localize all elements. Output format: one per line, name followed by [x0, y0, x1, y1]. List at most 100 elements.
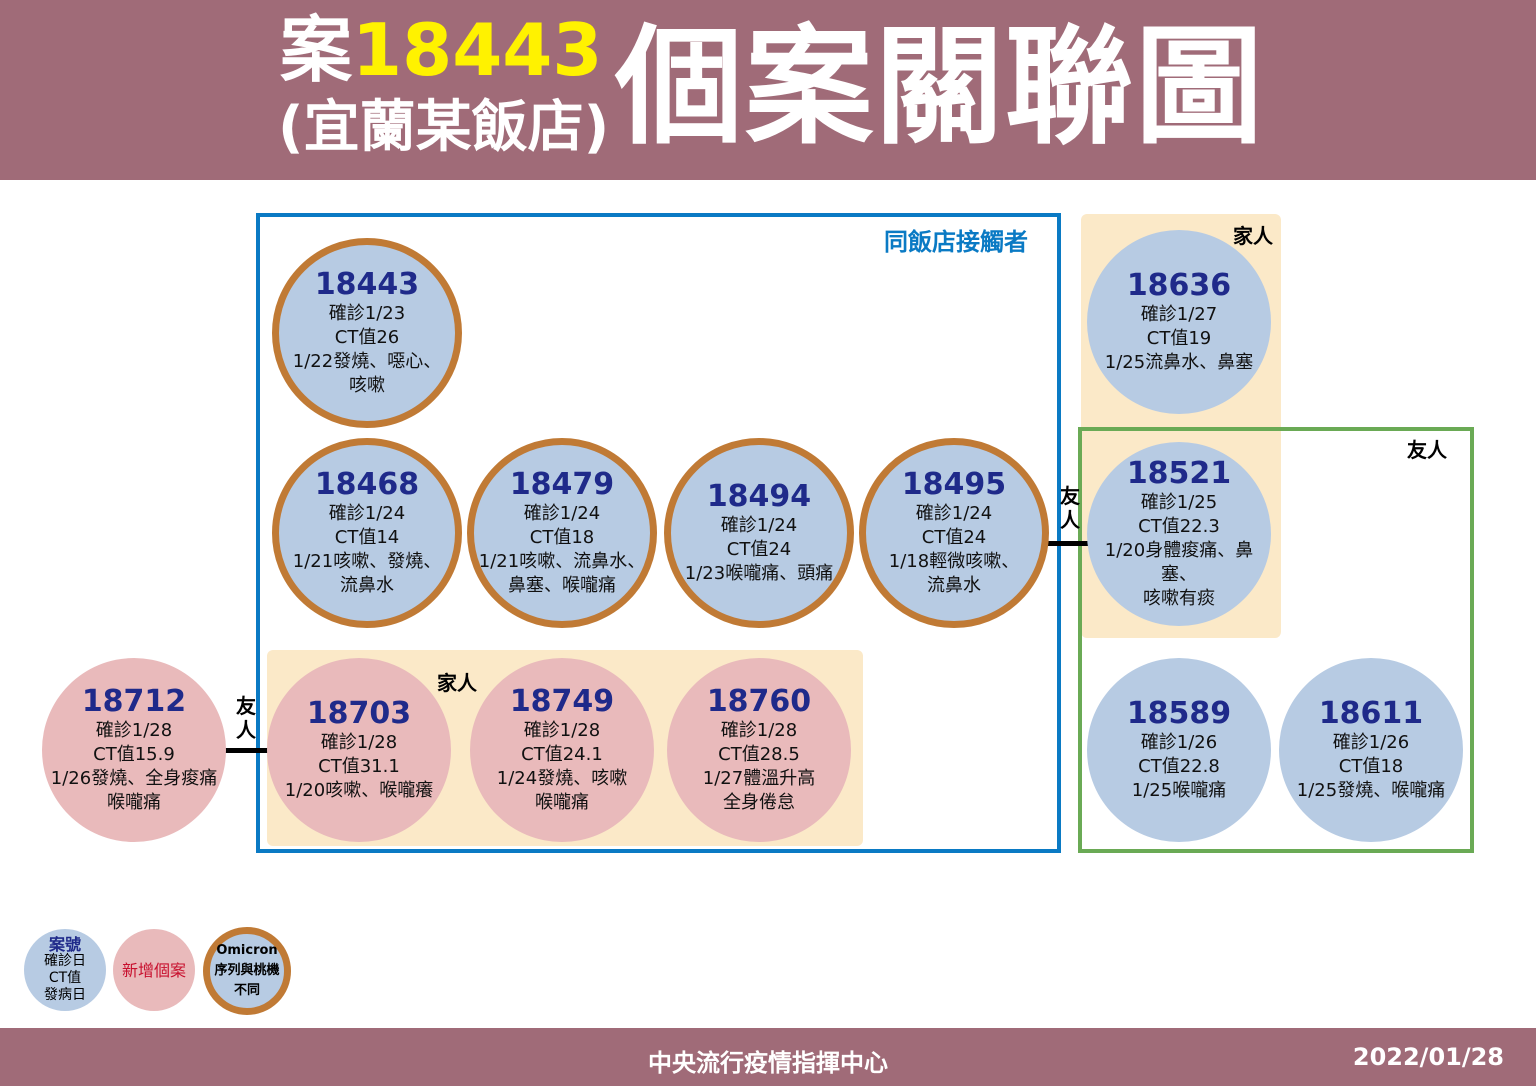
onset-symptoms: 1/22發燒、噁心、 — [292, 351, 442, 372]
onset-symptoms: 1/21咳嗽、發燒、 — [292, 551, 442, 572]
confirm-date: 確診1/24 — [915, 503, 993, 524]
hotel-contacts-label: 同飯店接觸者 — [884, 228, 1028, 256]
legend-new-label: 新增個案 — [121, 960, 186, 980]
footer-org: 中央流行疫情指揮中心 — [648, 1049, 888, 1077]
ct-value: CT值24 — [726, 539, 792, 560]
onset-symptoms: 咳嗽有痰 — [1143, 588, 1215, 609]
onset-symptoms: 流鼻水 — [927, 575, 981, 596]
onset-symptoms: 1/25流鼻水、鼻塞 — [1104, 352, 1254, 373]
case-id: 18703 — [306, 696, 412, 731]
onset-symptoms: 1/25發燒、喉嚨痛 — [1296, 780, 1446, 801]
confirm-date: 確診1/24 — [523, 503, 601, 524]
onset-symptoms: 1/23喉嚨痛、頭痛 — [684, 563, 834, 584]
legend-ct: CT值 — [48, 970, 82, 986]
confirm-date: 確診1/24 — [328, 503, 406, 524]
onset-symptoms: 咳嗽 — [349, 375, 385, 396]
confirm-date: 確診1/28 — [720, 720, 798, 741]
confirm-date: 確診1/26 — [1140, 732, 1218, 753]
footer-date: 2022/01/28 — [1352, 1043, 1504, 1071]
case-id: 18468 — [314, 467, 420, 502]
case-id: 18636 — [1126, 268, 1232, 303]
onset-symptoms: 流鼻水 — [340, 575, 394, 596]
friend-link-line — [224, 748, 268, 753]
ct-value: CT值18 — [529, 527, 595, 548]
onset-symptoms: 1/24發燒、咳嗽 — [496, 768, 628, 789]
ct-value: CT值19 — [1146, 328, 1212, 349]
footer: 中央流行疫情指揮中心 2022/01/28 — [0, 1028, 1536, 1086]
onset-symptoms: 1/26發燒、全身痠痛 — [50, 768, 218, 789]
friend-link-label: 友人 — [1060, 484, 1080, 532]
onset-symptoms: 喉嚨痛 — [535, 792, 589, 813]
legend-omicron-line: 序列與桃機 — [214, 963, 280, 978]
confirm-date: 確診1/28 — [95, 720, 173, 741]
case-title: 案18443 — [280, 10, 603, 90]
case-id: 18611 — [1318, 696, 1424, 731]
ct-value: CT值18 — [1338, 756, 1404, 777]
onset-symptoms: 1/18輕微咳嗽、 — [888, 551, 1020, 572]
ct-value: CT值24.1 — [521, 744, 603, 765]
case-id: 18443 — [314, 267, 420, 302]
legend-confirm: 確診日 — [44, 953, 86, 969]
case-id: 18760 — [706, 684, 812, 719]
ct-value: CT值22.8 — [1138, 756, 1220, 777]
case-id: 18589 — [1126, 696, 1232, 731]
onset-symptoms: 1/21咳嗽、流鼻水、 — [478, 551, 646, 572]
place-label: (宜蘭某飯店) — [278, 95, 610, 160]
legend-onset: 發病日 — [44, 987, 86, 1003]
confirm-date: 確診1/23 — [328, 303, 406, 324]
legend-case: 案號 確診日 CT值 發病日 — [24, 929, 106, 1011]
confirm-date: 確診1/25 — [1140, 492, 1218, 513]
ct-value: CT值22.3 — [1138, 516, 1220, 537]
confirm-date: 確診1/27 — [1140, 304, 1218, 325]
case-prefix: 案 — [280, 8, 353, 92]
onset-symptoms: 1/20咳嗽、喉嚨癢 — [284, 780, 434, 801]
case-id: 18749 — [509, 684, 615, 719]
ct-value: CT值26 — [334, 327, 400, 348]
friend-link-label: 友人 — [236, 694, 256, 742]
onset-symptoms: 1/25喉嚨痛 — [1131, 780, 1227, 801]
case-id: 18521 — [1126, 456, 1232, 491]
friends-label: 友人 — [1407, 438, 1447, 462]
legend-case-id: 案號 — [48, 935, 81, 954]
legend-omicron: Omicron 序列與桃機 不同 — [203, 927, 291, 1015]
confirm-date: 確診1/28 — [523, 720, 601, 741]
ct-value: CT值15.9 — [93, 744, 175, 765]
ct-value: CT值31.1 — [318, 756, 400, 777]
confirm-date: 確診1/28 — [320, 732, 398, 753]
page-title: 個案關聯圖 — [615, 13, 1266, 162]
ct-value: CT值14 — [334, 527, 400, 548]
onset-symptoms: 全身倦怠 — [723, 792, 795, 813]
ct-value: CT值28.5 — [718, 744, 800, 765]
onset-symptoms: 1/20身體痠痛、鼻塞、 — [1104, 540, 1254, 585]
onset-symptoms: 鼻塞、喉嚨痛 — [508, 575, 616, 596]
onset-symptoms: 喉嚨痛 — [107, 792, 161, 813]
confirm-date: 確診1/24 — [720, 515, 798, 536]
family-label-bottom: 家人 — [437, 671, 477, 695]
legend-new-case: 新增個案 — [113, 929, 195, 1011]
ct-value: CT值24 — [921, 527, 987, 548]
family-label-right: 家人 — [1233, 224, 1273, 248]
header-banner: 案18443 (宜蘭某飯店) 個案關聯圖 — [0, 0, 1536, 180]
friends-box — [1078, 427, 1474, 853]
case-id: 18494 — [706, 479, 812, 514]
hotel-contacts-box — [256, 213, 1061, 853]
case-number: 18443 — [352, 8, 603, 92]
case-id: 18495 — [901, 467, 1007, 502]
friend-link-line — [1046, 541, 1088, 546]
onset-symptoms: 1/27體溫升高 — [702, 768, 816, 789]
legend-omicron-line: 不同 — [233, 983, 260, 998]
confirm-date: 確診1/26 — [1332, 732, 1410, 753]
